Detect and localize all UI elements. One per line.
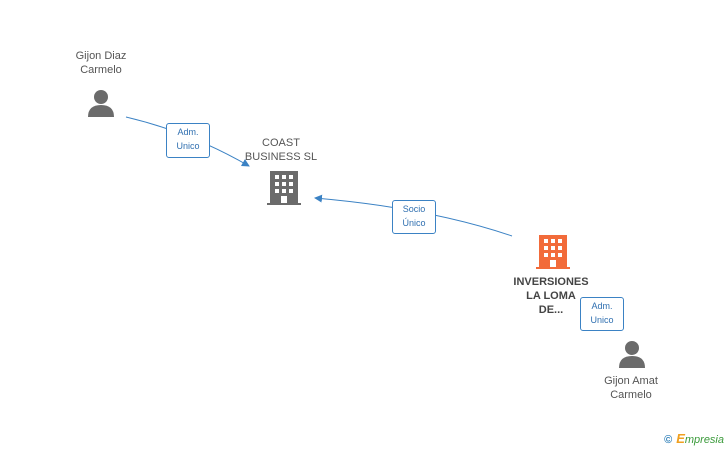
brand-logo: ©Empresia [664,431,724,446]
building-icon[interactable] [267,170,301,206]
node-label-gijon-amat: Gijon Amat Carmelo [604,375,658,401]
node-label-coast-business: COAST BUSINESS SL [244,137,318,163]
edge-badge-adm-unico[interactable]: Adm. Unico [580,297,624,331]
building-icon[interactable] [536,234,570,270]
node-label-gijon-diaz: Gijon Diaz Carmelo [75,50,127,76]
edge-badge-socio-unico[interactable]: Socio Único [392,200,436,234]
brand-initial: E [676,431,685,446]
person-icon[interactable] [617,339,647,369]
brand-name: mpresia [684,434,724,446]
person-icon[interactable] [86,88,116,118]
edge-badge-adm-unico[interactable]: Adm. Unico [166,123,210,158]
node-label-inversiones: INVERSIONES LA LOMA DE... [513,276,589,316]
copyright-icon: © [664,434,673,446]
